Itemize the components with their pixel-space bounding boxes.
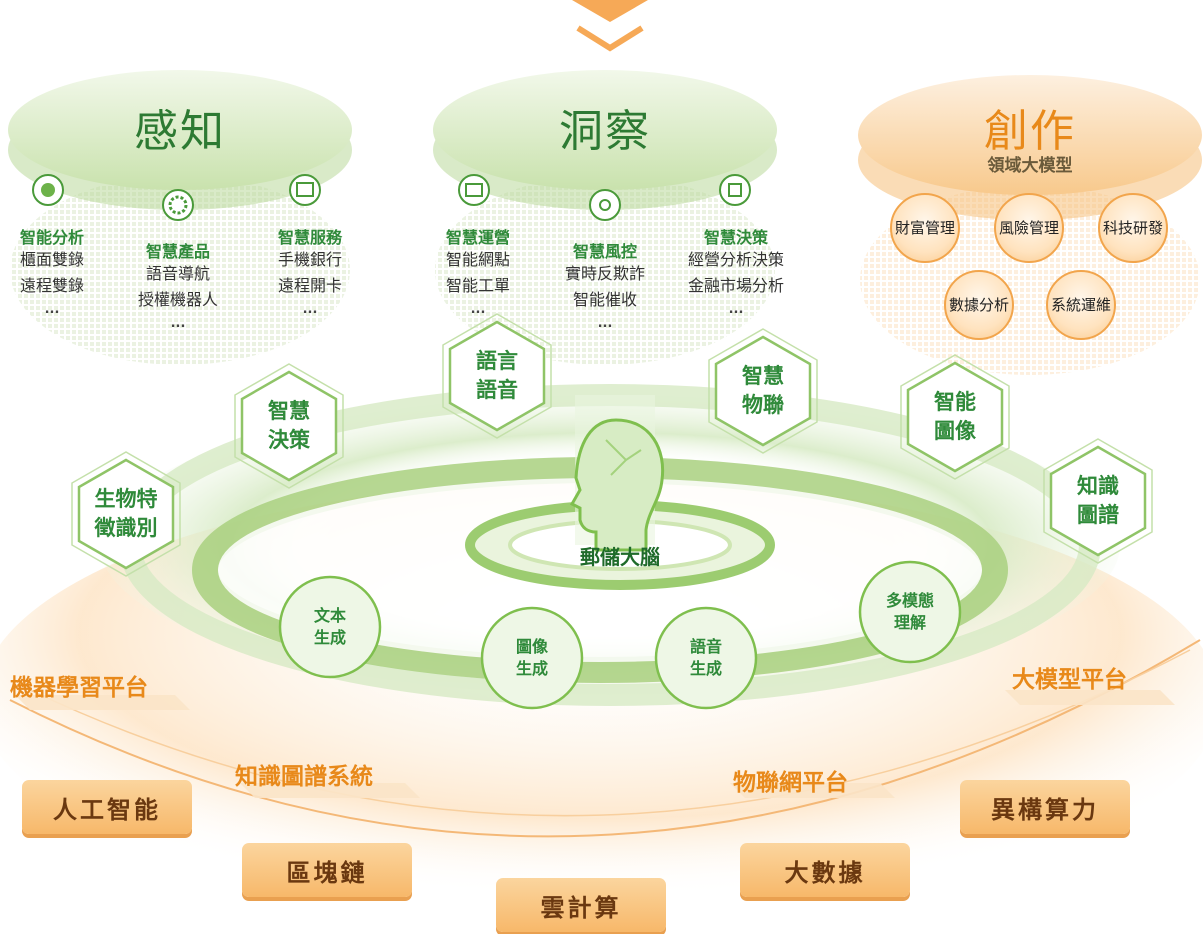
hex-label-smart-iot: 智慧物聯 bbox=[742, 364, 784, 417]
foundation-ai: 人工智能 bbox=[22, 780, 192, 834]
domain-model-circle: 風險管理 bbox=[994, 193, 1064, 263]
domain-model-circle: 科技研發 bbox=[1098, 193, 1168, 263]
scenario-item: 櫃面雙錄 bbox=[19, 250, 84, 269]
domain-model-circle: 系統運維 bbox=[1046, 270, 1116, 340]
brain-head-icon bbox=[569, 418, 665, 552]
scenario-item: 智能工單 bbox=[445, 276, 510, 295]
hex-label-knowledge-graph: 知識圖譜 bbox=[1077, 474, 1119, 527]
domain-model-circle: 財富管理 bbox=[890, 193, 960, 263]
gen-label-text: 文本生成 bbox=[313, 606, 346, 647]
more-indicator: ... bbox=[597, 316, 613, 331]
scenario-item: 智能網點 bbox=[445, 250, 510, 269]
platform-ml: 機器學習平台 bbox=[10, 675, 148, 701]
platform-llm: 大模型平台 bbox=[1012, 667, 1127, 693]
scenario-item: 金融市場分析 bbox=[687, 276, 784, 295]
gen-label-multimodal: 多模態理解 bbox=[885, 591, 934, 632]
pillar-subtitle-domain-models: 領域大模型 bbox=[987, 156, 1073, 176]
scenario-title-smart-analysis: 智能分析 bbox=[19, 228, 84, 247]
gen-label-image: 圖像生成 bbox=[515, 637, 548, 678]
hex-shape-1 bbox=[77, 458, 175, 570]
scenario-title-smart-services: 智慧服務 bbox=[277, 228, 342, 247]
foundation-big-data: 大數據 bbox=[740, 843, 910, 897]
foundation-blockchain: 區塊鏈 bbox=[242, 843, 412, 897]
scenario-item: 智能催收 bbox=[572, 290, 637, 309]
scenario-title-smart-operations: 智慧運營 bbox=[445, 228, 510, 247]
platform-iot: 物聯網平台 bbox=[733, 770, 848, 796]
domain-model-circle: 數據分析 bbox=[944, 270, 1014, 340]
scenario-title-smart-risk-control: 智慧風控 bbox=[572, 242, 637, 261]
scenario-item: 語音導航 bbox=[145, 264, 210, 283]
more-indicator: ... bbox=[728, 302, 744, 317]
scenario-item: 授權機器人 bbox=[137, 290, 218, 309]
hex-label-smart-decision: 智慧決策 bbox=[268, 399, 310, 452]
platform-kg: 知識圖譜系統 bbox=[235, 764, 373, 790]
more-indicator: ... bbox=[170, 316, 186, 331]
scenario-title-smart-decision: 智慧決策 bbox=[703, 228, 768, 247]
scenario-item: 遠程開卡 bbox=[277, 276, 342, 295]
foundation-heterogeneous-compute: 異構算力 bbox=[960, 780, 1130, 834]
scenario-item: 實時反欺詐 bbox=[564, 264, 645, 283]
hex-label-smart-image: 智能圖像 bbox=[934, 390, 976, 443]
scenario-item: 遠程雙錄 bbox=[19, 276, 84, 295]
more-indicator: ... bbox=[44, 302, 60, 317]
pillar-title-insight: 洞察 bbox=[559, 106, 651, 157]
pillar-title-creation: 創作 bbox=[984, 106, 1076, 157]
core-label: 郵儲大腦 bbox=[580, 545, 660, 569]
scenario-icons bbox=[32, 174, 751, 221]
more-indicator: ... bbox=[302, 302, 318, 317]
scenario-item: 手機銀行 bbox=[277, 250, 342, 269]
hex-label-language-speech: 語言語音 bbox=[476, 349, 518, 402]
top-chevron-icon bbox=[572, 0, 648, 22]
gen-label-speech: 語音生成 bbox=[689, 637, 722, 678]
hex-label-biometric: 生物特徵識別 bbox=[94, 487, 158, 540]
pillar-title-perception: 感知 bbox=[134, 106, 226, 157]
scenario-title-smart-products: 智慧產品 bbox=[145, 242, 210, 261]
more-indicator: ... bbox=[470, 302, 486, 317]
scenario-item: 經營分析決策 bbox=[687, 250, 784, 269]
foundation-cloud: 雲計算 bbox=[496, 878, 666, 932]
